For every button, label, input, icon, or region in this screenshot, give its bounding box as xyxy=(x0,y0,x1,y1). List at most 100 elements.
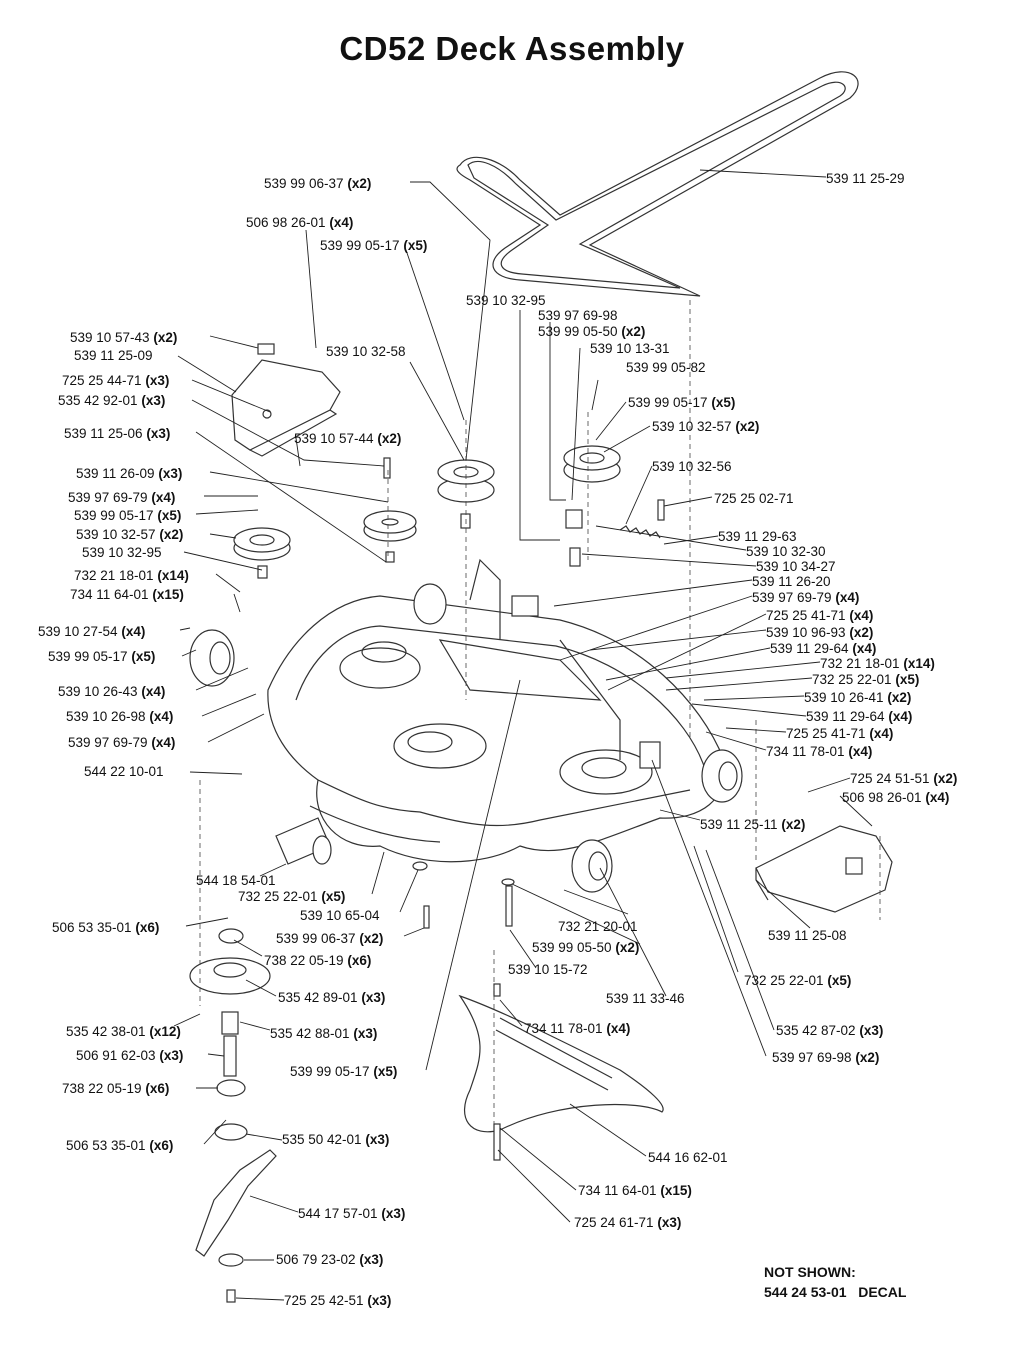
callout-part-number: 539 99 06-37 xyxy=(276,931,356,946)
callout-quantity: (x3) xyxy=(155,466,183,481)
callout-quantity: (x2) xyxy=(612,940,640,955)
callout-quantity: (x2) xyxy=(884,690,912,705)
callout-part-number: 539 11 25-08 xyxy=(768,928,847,943)
callout-quantity: (x3) xyxy=(142,373,170,388)
callout-quantity: (x3) xyxy=(143,426,171,441)
callout-quantity: (x2) xyxy=(150,330,178,345)
callout-part-number: 506 98 26-01 xyxy=(246,215,326,230)
callout-part-number: 725 24 61-71 xyxy=(574,1215,654,1230)
idler-pulley-left xyxy=(233,527,291,579)
not-shown-heading: NOT SHOWN: xyxy=(764,1264,856,1280)
callout-part-number: 539 99 05-50 xyxy=(538,324,618,339)
callout-part-number: 539 11 29-64 xyxy=(770,641,849,656)
callout-label: 734 11 64-01 (x15) xyxy=(70,587,184,602)
callout-label: 539 10 34-27 xyxy=(756,559,836,574)
callout-part-number: 732 21 20-01 xyxy=(558,919,638,934)
callout-label: 539 11 26-20 xyxy=(752,574,831,589)
callout-part-number: 539 10 26-43 xyxy=(58,684,138,699)
callout-label: 539 99 05-17 (x5) xyxy=(290,1064,397,1079)
not-shown-description: DECAL xyxy=(858,1284,907,1300)
callout-label: 539 10 32-30 xyxy=(746,544,826,559)
callout-part-number: 539 10 32-57 xyxy=(76,527,156,542)
callout-quantity: (x4) xyxy=(603,1021,631,1036)
callout-label: 738 22 05-19 (x6) xyxy=(62,1081,169,1096)
callout-label: 539 10 57-44 (x2) xyxy=(294,431,401,446)
callout-label: 725 24 61-71 (x3) xyxy=(574,1215,681,1230)
callout-part-number: 732 21 18-01 xyxy=(74,568,154,583)
blade-housing-right xyxy=(559,749,653,795)
callout-quantity: (x2) xyxy=(778,817,806,832)
callout-label: 732 25 22-01 (x5) xyxy=(238,889,345,904)
callout-quantity: (x2) xyxy=(156,527,184,542)
callout-label: 539 10 13-31 xyxy=(590,341,670,356)
callout-quantity: (x2) xyxy=(344,176,372,191)
center-pulley xyxy=(437,459,495,529)
diagram-title: CD52 Deck Assembly xyxy=(339,30,685,67)
callout-part-number: 544 17 57-01 xyxy=(298,1206,378,1221)
spindle-spacer xyxy=(221,1011,239,1035)
callout-label: 539 97 69-79 (x4) xyxy=(68,490,175,505)
callout-label: 544 16 62-01 xyxy=(648,1150,728,1165)
callout-label: 539 10 32-58 xyxy=(326,344,406,359)
callout-part-number: 734 11 78-01 xyxy=(766,744,845,759)
callout-quantity: (x3) xyxy=(350,1026,378,1041)
deck-decal xyxy=(511,595,539,617)
callout-part-number: 539 99 05-17 xyxy=(74,508,154,523)
callout-quantity: (x14) xyxy=(154,568,189,583)
callout-label: 539 99 05-17 (x5) xyxy=(74,508,181,523)
blade-housing-center xyxy=(393,723,487,769)
right-belt-cover xyxy=(755,825,893,913)
callout-label: 539 11 25-08 xyxy=(768,928,847,943)
callout-part-number: 535 42 87-02 xyxy=(776,1023,856,1038)
callout-quantity: (x4) xyxy=(148,490,176,505)
callout-quantity: (x5) xyxy=(708,395,736,410)
callout-label: 539 10 32-57 (x2) xyxy=(76,527,183,542)
not-shown-part-number: 544 24 53-01 xyxy=(764,1284,847,1300)
callout-label: 535 42 87-02 (x3) xyxy=(776,1023,883,1038)
callout-label: 539 10 26-41 (x2) xyxy=(804,690,911,705)
callout-part-number: 539 10 26-98 xyxy=(66,709,146,724)
callout-label: 539 99 06-37 (x2) xyxy=(264,176,371,191)
callout-quantity: (x14) xyxy=(900,656,935,671)
blade-washer xyxy=(218,1253,244,1267)
callout-label: 539 10 26-43 (x4) xyxy=(58,684,165,699)
callout-part-number: 539 10 32-30 xyxy=(746,544,826,559)
callout-part-number: 544 22 10-01 xyxy=(84,764,164,779)
callout-part-number: 734 11 64-01 xyxy=(578,1183,657,1198)
callout-label: 734 11 64-01 (x15) xyxy=(578,1183,692,1198)
callout-part-number: 539 97 69-79 xyxy=(752,590,832,605)
callout-quantity: (x2) xyxy=(356,931,384,946)
callout-part-number: 539 97 69-98 xyxy=(772,1050,852,1065)
callout-quantity: (x15) xyxy=(657,1183,692,1198)
callout-part-number: 539 11 25-11 xyxy=(700,817,778,832)
callout-label: 539 10 96-93 (x2) xyxy=(766,625,873,640)
callout-label: 535 42 38-01 (x12) xyxy=(66,1024,181,1039)
callout-label: 544 18 54-01 xyxy=(196,873,276,888)
hardware-bolts xyxy=(383,457,665,1161)
callout-label: 732 21 18-01 (x14) xyxy=(820,656,935,671)
callout-label: 539 10 26-98 (x4) xyxy=(66,709,173,724)
roller-544-18-54-01 xyxy=(275,817,332,865)
callout-part-number: 539 10 13-31 xyxy=(590,341,670,356)
callout-quantity: (x15) xyxy=(149,587,184,602)
callout-label: 738 22 05-19 (x6) xyxy=(264,953,371,968)
callout-part-number: 539 99 06-37 xyxy=(264,176,344,191)
callout-part-number: 738 22 05-19 xyxy=(62,1081,142,1096)
bearing-top xyxy=(218,928,244,944)
callout-quantity: (x5) xyxy=(154,508,182,523)
callout-part-number: 539 11 33-46 xyxy=(606,991,685,1006)
callout-quantity: (x4) xyxy=(846,608,874,623)
callout-label: 506 53 35-01 (x6) xyxy=(52,920,159,935)
callout-label: 539 99 05-17 (x5) xyxy=(48,649,155,664)
callout-part-number: 535 42 89-01 xyxy=(278,990,358,1005)
callout-label: 539 11 25-29 xyxy=(826,171,905,186)
leader-lines xyxy=(173,169,873,1301)
callout-label: 725 25 41-71 (x4) xyxy=(766,608,873,623)
callout-quantity: (x4) xyxy=(849,641,877,656)
callout-label: 539 11 29-64 (x4) xyxy=(770,641,876,656)
callout-part-number: 725 25 44-71 xyxy=(62,373,142,388)
callout-part-number: 539 11 26-20 xyxy=(752,574,831,589)
callout-part-number: 539 11 26-09 xyxy=(76,466,155,481)
callout-part-number: 725 25 42-51 xyxy=(284,1293,364,1308)
callout-part-number: 734 11 64-01 xyxy=(70,587,149,602)
